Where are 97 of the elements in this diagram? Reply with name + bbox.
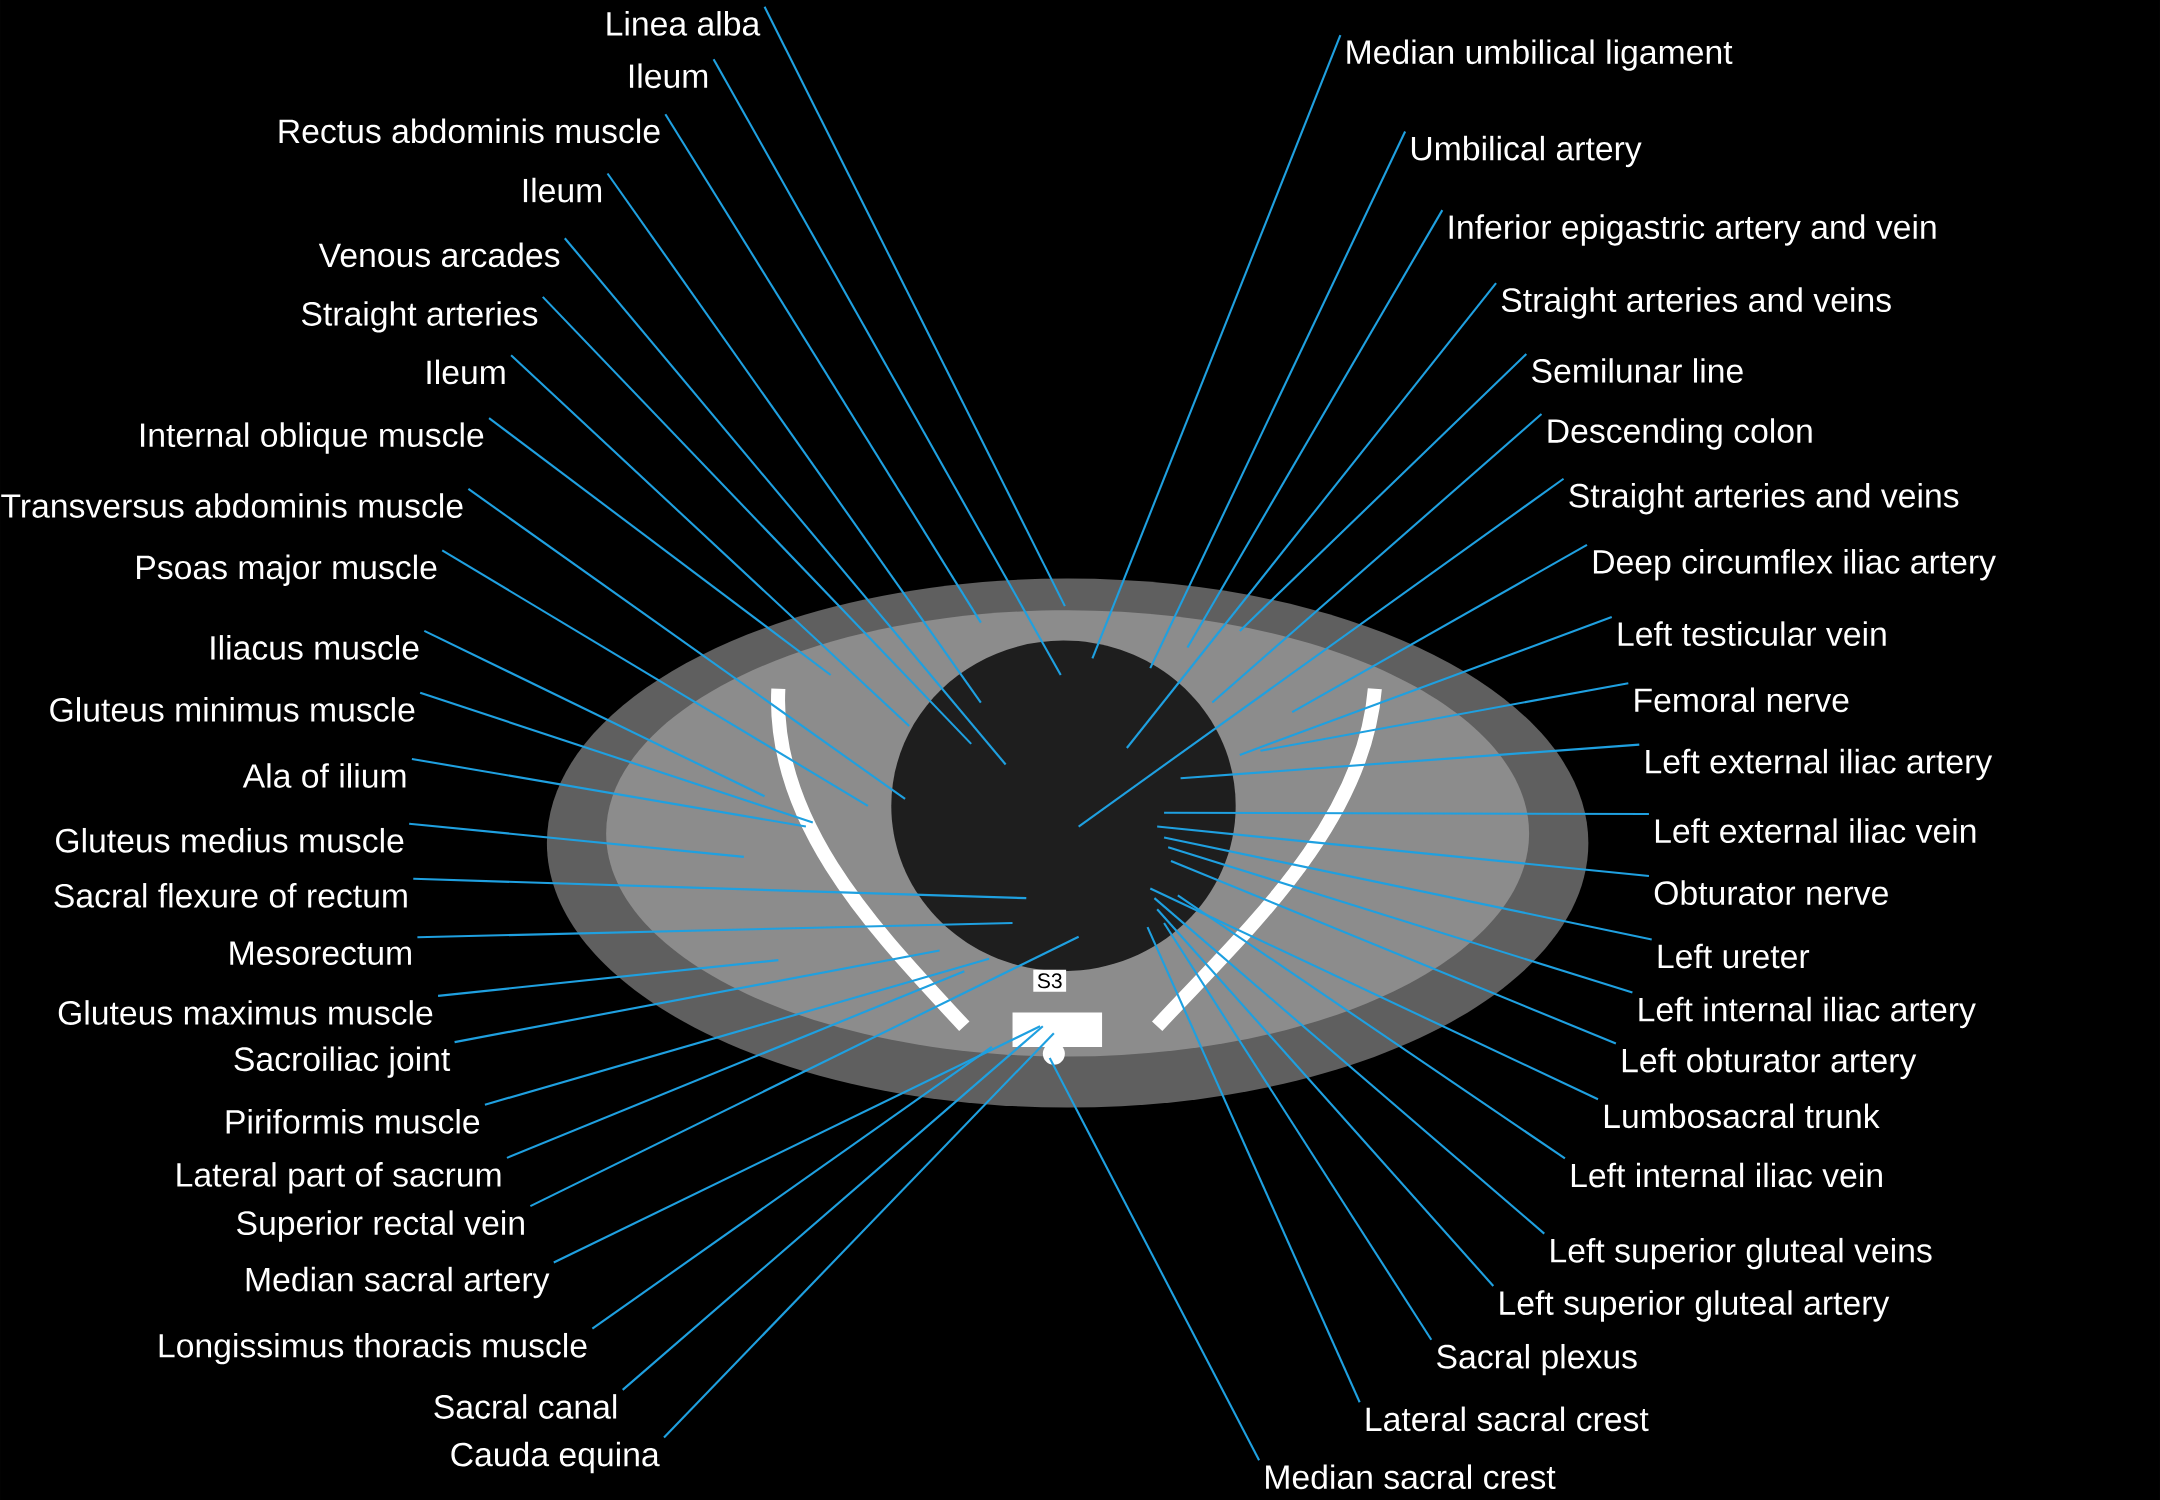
leader-line <box>529 935 1080 1207</box>
leader-line <box>1170 859 1617 1045</box>
leader-line <box>409 822 744 858</box>
structure-label: Left superior gluteal artery <box>1500 1290 1890 1322</box>
leader-line <box>664 113 982 624</box>
structure-label: Iliacus muscle <box>211 635 419 660</box>
structure-label: Ileum <box>629 63 708 89</box>
structure-label: Left internal iliac vein <box>1571 1162 1882 1188</box>
leader-line <box>488 417 832 676</box>
leader-line <box>419 691 814 824</box>
leader-line <box>417 921 1013 939</box>
structure-label: Straight arteries and veins <box>1569 482 1959 515</box>
leader-line <box>1291 543 1588 714</box>
structure-label: Median umbilical ligament <box>1347 39 1733 71</box>
structure-label: Gluteus medius muscle <box>56 827 404 853</box>
leader-line <box>1091 34 1342 659</box>
leader-line <box>1177 894 1566 1160</box>
structure-label: Gluteus minimus muscle <box>50 697 415 722</box>
leader-line <box>484 957 990 1106</box>
structure-label: Deep circumflex iliac artery <box>1593 549 1996 581</box>
leader-line <box>1164 811 1649 816</box>
structure-label: Median sacral artery <box>246 1266 550 1299</box>
leader-line <box>553 1025 1041 1264</box>
leader-line <box>413 877 1027 900</box>
leader-line <box>606 172 982 704</box>
leader-line <box>1156 908 1495 1287</box>
structure-label: Inferior epigastric artery and vein <box>1449 214 1936 246</box>
leader-line <box>1163 836 1652 941</box>
leader-line <box>510 354 910 727</box>
structure-label: Lateral part of sacrum <box>177 1162 501 1194</box>
leader-line <box>437 959 779 997</box>
leader-line <box>1186 209 1444 648</box>
leader-line <box>1078 477 1565 828</box>
structure-label: Left external iliac artery <box>1646 748 1993 781</box>
leader-line <box>1239 353 1528 632</box>
structure-label: Mesorectum <box>230 941 411 965</box>
leader-line <box>441 549 869 807</box>
structure-label: Ileum <box>523 177 602 203</box>
structure-label: Ala of ilium <box>242 763 406 788</box>
structure-label: Gluteus maximus muscle <box>58 1000 433 1025</box>
structure-label: Left superior gluteal veins <box>1551 1237 1932 1270</box>
structure-label: Obturator nerve <box>1654 880 1888 905</box>
leader-line <box>1157 825 1650 878</box>
leader-line <box>1163 922 1433 1341</box>
structure-label: Piriformis muscle <box>226 1108 480 1134</box>
leader-line <box>1167 846 1633 994</box>
leader-line <box>467 488 906 800</box>
structure-label: Rectus abdominis muscle <box>279 118 660 144</box>
leader-line <box>1211 413 1543 704</box>
structure-label: Descending colon <box>1548 418 1812 450</box>
leader-line <box>712 58 1062 676</box>
structure-label: Left ureter <box>1658 943 1810 969</box>
leader-line <box>564 237 1007 766</box>
structure-label: Linea alba <box>607 11 761 36</box>
structure-label: Median sacral crest <box>1266 1464 1556 1490</box>
structure-label: Longissimus thoracis muscle <box>159 1332 587 1365</box>
structure-label: Sacral plexus <box>1437 1343 1637 1376</box>
structure-label: Lumbosacral trunk <box>1604 1103 1880 1129</box>
structure-label: Ileum <box>427 359 505 385</box>
leader-line <box>1260 682 1629 752</box>
structure-label: Left internal iliac artery <box>1639 996 1976 1029</box>
structure-label: Left testicular vein <box>1618 621 1886 646</box>
structure-label: Venous arcades <box>318 242 560 268</box>
leader-line <box>1048 1057 1261 1461</box>
structure-label: Sacroiliac joint <box>234 1046 451 1078</box>
leader-line <box>1146 926 1361 1403</box>
structure-label: Cauda equina <box>451 1441 660 1474</box>
leader-line <box>1149 131 1407 669</box>
structure-label: Straight arteries <box>302 301 538 333</box>
slice-label: S3 <box>1033 969 1067 992</box>
structure-label: Semilunar line <box>1532 358 1743 383</box>
leader-line <box>663 1032 1055 1439</box>
structure-label: Superior rectal vein <box>237 1210 524 1242</box>
structure-label: Left external iliac vein <box>1655 818 1976 843</box>
structure-label: Internal oblique muscle <box>141 422 484 454</box>
leader-line <box>591 1046 993 1330</box>
structure-label: Umbilical artery <box>1411 135 1642 168</box>
leader-line <box>454 949 940 1044</box>
leader-line <box>763 6 1066 607</box>
structure-label: Sacral canal <box>434 1394 617 1419</box>
leader-line <box>1126 282 1497 749</box>
structure-label: Lateral sacral crest <box>1366 1406 1649 1432</box>
leader-line <box>1180 743 1640 780</box>
leader-line <box>1153 897 1545 1235</box>
leader-line <box>542 296 972 745</box>
structure-label: Psoas major muscle <box>137 554 437 586</box>
leader-line <box>423 629 766 798</box>
leader-line <box>506 970 965 1159</box>
structure-label: Straight arteries and veins <box>1501 287 1891 319</box>
structure-label: Sacral flexure of rectum <box>54 883 407 908</box>
leader-line <box>411 757 807 828</box>
leader-line <box>622 1025 1044 1391</box>
structure-label: Transversus abdominis muscle <box>1 493 463 518</box>
leader-line <box>1149 887 1599 1101</box>
structure-label: Left obturator artery <box>1622 1047 1917 1080</box>
structure-label: Femoral nerve <box>1635 687 1849 713</box>
leader-line <box>1239 616 1613 756</box>
